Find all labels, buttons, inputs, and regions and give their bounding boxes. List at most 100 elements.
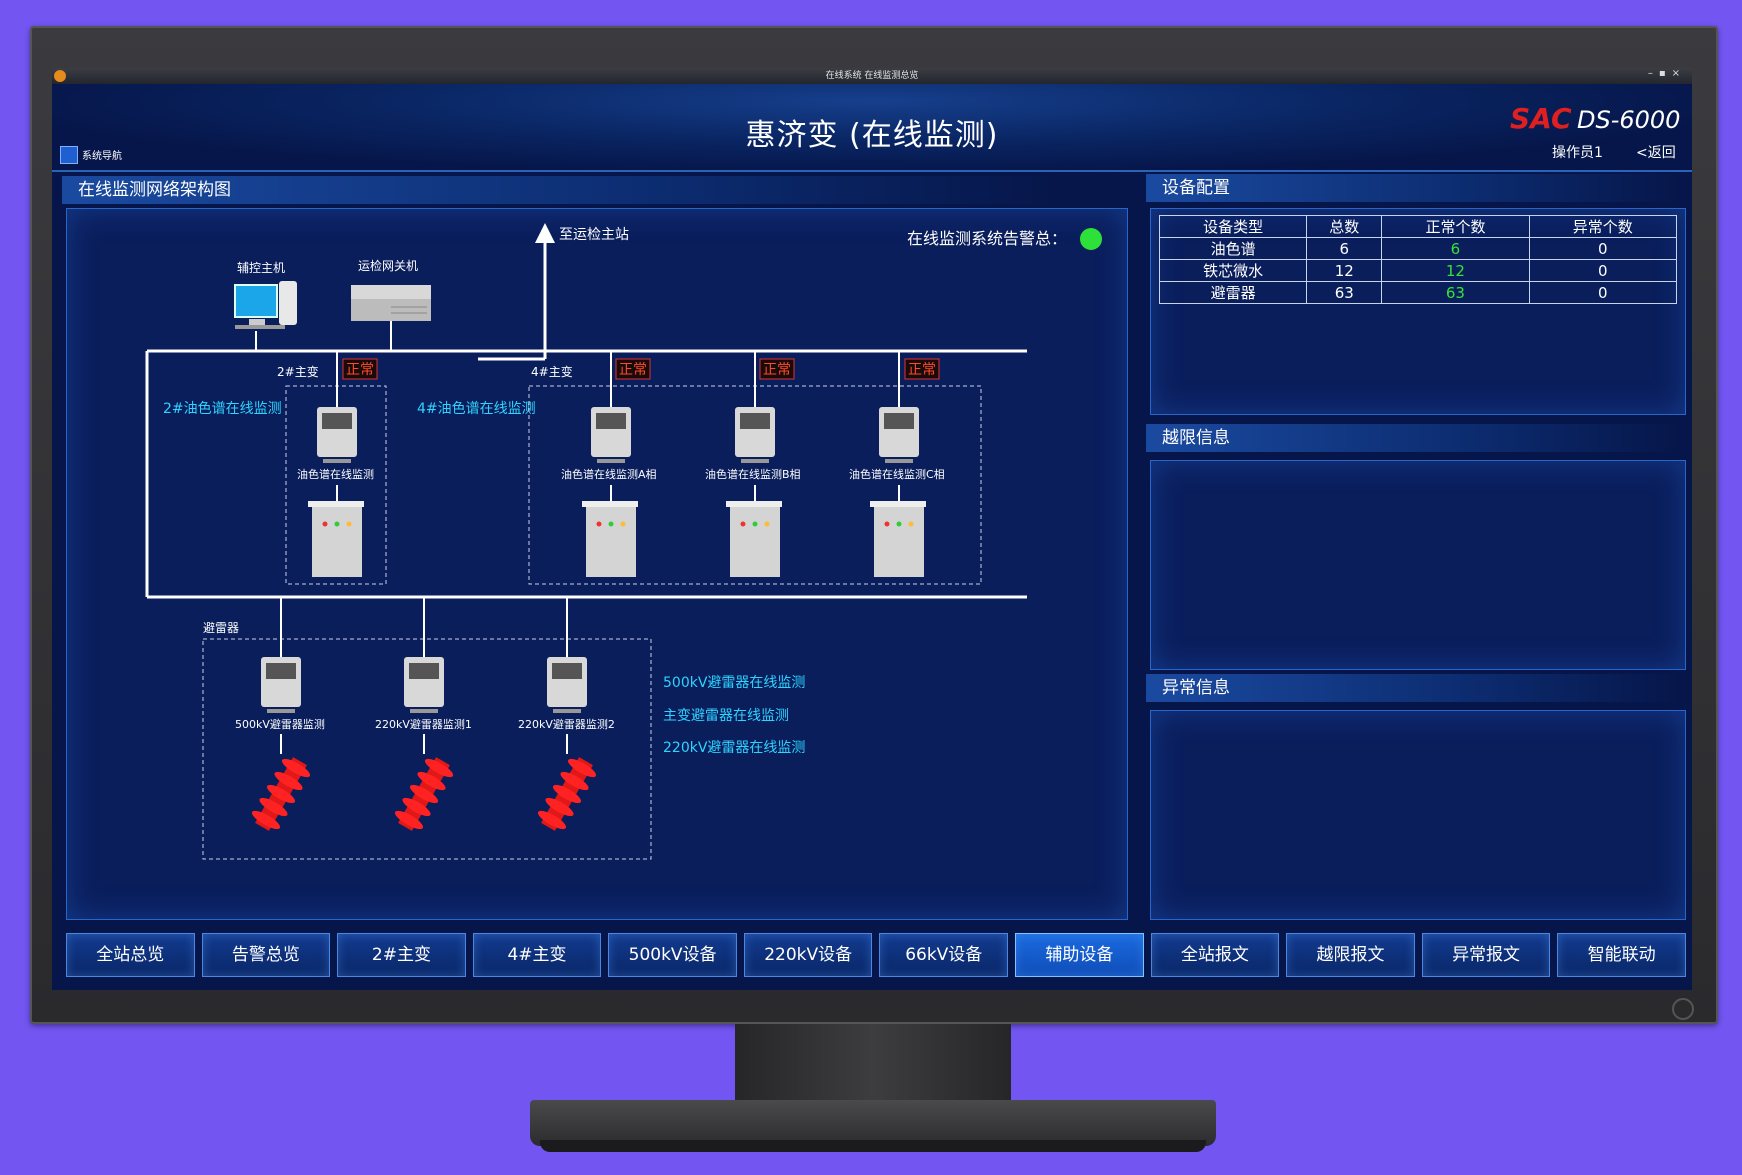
total-cell: 63 — [1306, 281, 1383, 304]
limit-info-panel — [1150, 460, 1686, 670]
app-icon — [54, 70, 66, 82]
close-icon[interactable]: × — [1671, 68, 1686, 79]
column-header: 异常个数 — [1528, 215, 1678, 238]
device-label: 油色谱在线监测 — [297, 467, 374, 481]
abnormal-info-panel — [1150, 710, 1686, 920]
bottom-nav: 全站总览 告警总览 2#主变 4#主变 500kV设备 220kV设备 66kV… — [66, 933, 1686, 977]
svg-text:正常: 正常 — [619, 362, 647, 378]
cabinet-icon — [582, 501, 638, 577]
uplink-label: 至运检主站 — [559, 227, 629, 243]
network-diagram: 至运检主站 在线监测系统告警总： 辅控主机 运检网关机 — [145, 223, 1102, 860]
window-controls[interactable]: –▪× — [1648, 68, 1686, 79]
column-header: 设备类型 — [1158, 215, 1308, 238]
nav-abnormal-messages[interactable]: 异常报文 — [1421, 933, 1551, 977]
aux-host-label: 辅控主机 — [237, 261, 285, 275]
uplink-arrow-icon — [535, 223, 555, 243]
nav-auxiliary[interactable]: 辅助设备 — [1015, 933, 1144, 977]
cabinet-icon — [308, 501, 364, 577]
config-table: 设备类型 总数 正常个数 异常个数 油色谱 6 6 0 铁芯微水 12 12 0… — [1158, 215, 1678, 304]
nav-500kv[interactable]: 500kV设备 — [608, 933, 737, 977]
arrester-device-label: 220kV避雷器监测1 — [375, 717, 472, 731]
abnormal-cell: 0 — [1528, 281, 1678, 304]
svg-text:正常: 正常 — [763, 362, 791, 378]
limit-panel-title: 越限信息 — [1146, 424, 1682, 452]
monitor-device-icon[interactable] — [547, 657, 587, 713]
page-title: 惠济变 (在线监测) — [745, 118, 999, 153]
svg-text:正常: 正常 — [908, 362, 936, 378]
svg-text:正常: 正常 — [346, 362, 374, 378]
table-row: 油色谱 6 6 0 — [1158, 237, 1678, 260]
monitor-device-icon[interactable] — [261, 657, 301, 713]
group2-label: 2#油色谱在线监测 — [163, 400, 282, 417]
arrester-legend-500kv[interactable]: 500kV避雷器在线监测 — [663, 675, 805, 691]
group4-label: 4#油色谱在线监测 — [417, 400, 536, 417]
monitor-device-icon[interactable] — [591, 407, 631, 463]
status-badge: 正常 — [342, 358, 378, 380]
normal-cell: 63 — [1381, 281, 1530, 304]
table-row: 避雷器 63 63 0 — [1158, 281, 1678, 304]
total-cell: 12 — [1306, 259, 1383, 282]
back-button[interactable]: <返回 — [1636, 145, 1676, 161]
window-titlebar: 在线系统 在线监测总览 — [52, 68, 1692, 84]
transformer4-label: 4#主变 — [531, 364, 573, 379]
transformer2-label: 2#主变 — [277, 364, 319, 379]
alarm-indicator-icon — [1080, 228, 1102, 250]
abnormal-panel-title: 异常信息 — [1146, 674, 1682, 702]
monitor-device-icon[interactable] — [404, 657, 444, 713]
device-type-cell: 铁芯微水 — [1158, 259, 1308, 282]
nav-alarm-overview[interactable]: 告警总览 — [201, 933, 331, 977]
gateway-label: 运检网关机 — [358, 258, 418, 273]
arrester-group-label: 避雷器 — [203, 621, 239, 635]
surge-arrester-icon — [394, 757, 454, 831]
device-label: 油色谱在线监测A相 — [561, 467, 657, 481]
status-badge: 正常 — [615, 358, 651, 380]
surge-arrester-icon — [537, 757, 597, 831]
operator-dropdown[interactable]: 操作员1 — [1552, 145, 1603, 161]
screen: 在线系统 在线监测总览 –▪× 惠济变 (在线监测) 系统导航 SAC DS-6… — [52, 68, 1692, 990]
monitor-device-icon[interactable] — [317, 407, 357, 463]
app-header: 惠济变 (在线监测) 系统导航 SAC DS-6000 操作员1 <返回 — [52, 84, 1692, 172]
nav-station-overview[interactable]: 全站总览 — [66, 933, 195, 977]
device-type-cell: 油色谱 — [1158, 237, 1308, 260]
nav-smart-linkage[interactable]: 智能联动 — [1557, 933, 1686, 977]
config-panel-title: 设备配置 — [1146, 174, 1682, 202]
normal-cell: 6 — [1381, 237, 1530, 260]
device-label: 油色谱在线监测C相 — [849, 467, 945, 481]
arrester-device-label: 500kV避雷器监测 — [235, 717, 325, 731]
normal-cell: 12 — [1381, 259, 1530, 282]
status-badge: 正常 — [904, 358, 940, 380]
config-panel: 设备类型 总数 正常个数 异常个数 油色谱 6 6 0 铁芯微水 12 12 0… — [1150, 208, 1686, 415]
nav-limit-messages[interactable]: 越限报文 — [1286, 933, 1415, 977]
arrester-legend-220kv[interactable]: 220kV避雷器在线监测 — [663, 740, 805, 756]
monitor-base — [530, 1100, 1216, 1146]
surge-arrester-icon — [251, 757, 311, 831]
column-header: 总数 — [1306, 215, 1383, 238]
menu-icon[interactable] — [60, 146, 78, 164]
device-label: 油色谱在线监测B相 — [705, 467, 801, 481]
alarm-label: 在线监测系统告警总： — [907, 229, 1067, 248]
nav-transformer2[interactable]: 2#主变 — [337, 933, 466, 977]
arrester-device-label: 220kV避雷器监测2 — [518, 717, 615, 731]
arrester-legend-transformer[interactable]: 主变避雷器在线监测 — [663, 708, 789, 724]
gateway-server-icon — [351, 285, 431, 321]
table-row: 铁芯微水 12 12 0 — [1158, 259, 1678, 282]
monitor-device-icon[interactable] — [879, 407, 919, 463]
device-type-cell: 避雷器 — [1158, 281, 1308, 304]
system-nav-button[interactable]: 系统导航 — [82, 151, 122, 162]
sac-logo: SAC — [1510, 102, 1572, 135]
nav-220kv[interactable]: 220kV设备 — [743, 933, 873, 977]
nav-station-messages[interactable]: 全站报文 — [1150, 933, 1280, 977]
monitor-device-icon[interactable] — [735, 407, 775, 463]
cabinet-icon — [726, 501, 782, 577]
diagram-panel-title: 在线监测网络架构图 — [62, 176, 1058, 204]
nav-transformer4[interactable]: 4#主变 — [472, 933, 602, 977]
maximize-icon[interactable]: ▪ — [1658, 68, 1672, 79]
cabinet-icon — [870, 501, 926, 577]
minimize-icon[interactable]: – — [1647, 68, 1659, 79]
nav-66kv[interactable]: 66kV设备 — [879, 933, 1009, 977]
total-cell: 6 — [1306, 237, 1383, 260]
power-icon — [1672, 998, 1694, 1020]
abnormal-cell: 0 — [1528, 237, 1678, 260]
computer-icon — [234, 281, 297, 329]
abnormal-cell: 0 — [1528, 259, 1678, 282]
